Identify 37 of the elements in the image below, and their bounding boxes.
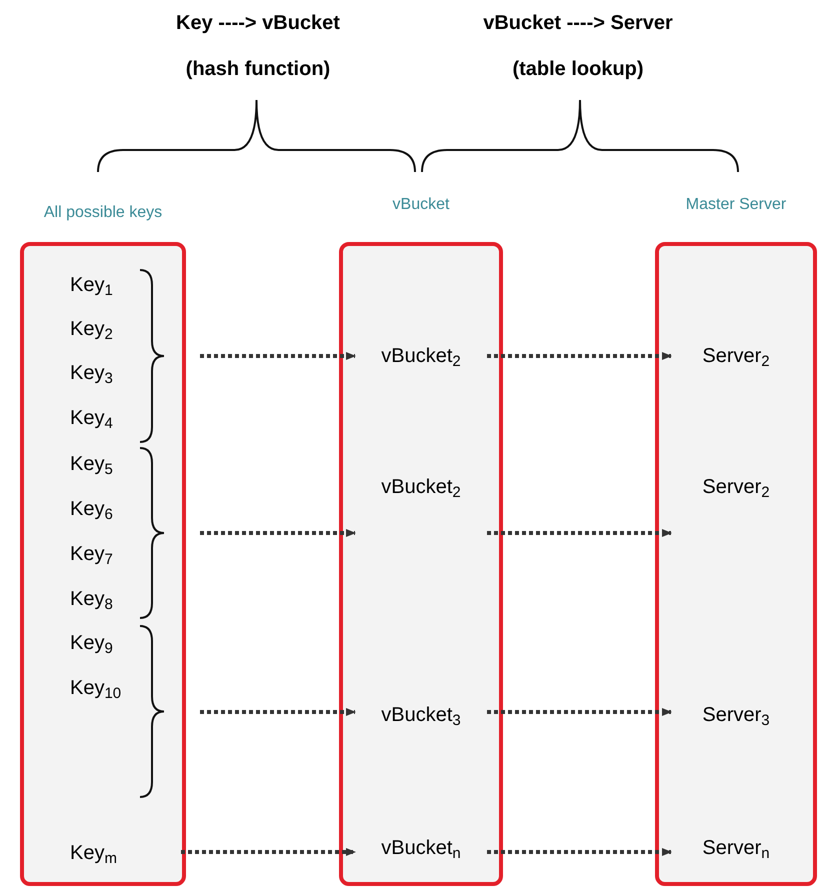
dotted-arrow: [487, 352, 672, 360]
key-label: Key$_{2}$: [70, 309, 140, 343]
label: Key ----> vBucket: [175, 11, 341, 36]
dotted-arrow: [487, 529, 672, 537]
vbucket-label: vBucket$_{3}$: [356, 695, 486, 735]
key-label: Key$_{5}$: [70, 444, 140, 478]
label: (table lookup): [511, 57, 645, 82]
key-label: Key$_{3}$: [70, 353, 140, 387]
server-label: Server$_{2}$: [672, 467, 800, 557]
dotted-arrow: [200, 352, 356, 360]
column-panel: [20, 242, 186, 886]
column-heading: Master Server: [684, 195, 788, 215]
label: vBucket ----> Server: [482, 11, 674, 36]
dotted-arrow: [487, 848, 672, 856]
column-panel: [655, 242, 817, 886]
key-label: Key$_{6}$: [70, 489, 140, 523]
dotted-arrow: [487, 708, 672, 716]
column-heading: vBucket: [392, 195, 450, 215]
key-label: Key$_{4}$: [70, 398, 140, 432]
server-label: Server$_{3}$: [672, 695, 800, 735]
vbucket-label: vBucket$_{2}$: [356, 467, 486, 557]
server-label: Server$_{2}$: [672, 336, 800, 376]
key-label: Key$_{9}$: [70, 623, 140, 657]
key-label: Key$_{10}$: [70, 668, 140, 702]
column-heading: All possible keys: [42, 203, 164, 223]
dotted-arrow: [200, 708, 356, 716]
key-label: Key$_{m}$: [70, 833, 180, 867]
dotted-arrow: [181, 848, 356, 856]
key-label: Key$_{8}$: [70, 579, 140, 613]
label: (hash function): [184, 57, 332, 82]
vbucket-label: vBucket$_{n}$: [356, 828, 486, 868]
key-label: Key$_{1}$: [70, 265, 140, 299]
vbucket-label: vBucket$_{2}$: [356, 336, 486, 376]
key-label: Key$_{7}$: [70, 534, 140, 568]
dotted-arrow: [200, 529, 356, 537]
server-label: Server$_{n}$: [672, 828, 800, 868]
column-panel: [339, 242, 503, 886]
